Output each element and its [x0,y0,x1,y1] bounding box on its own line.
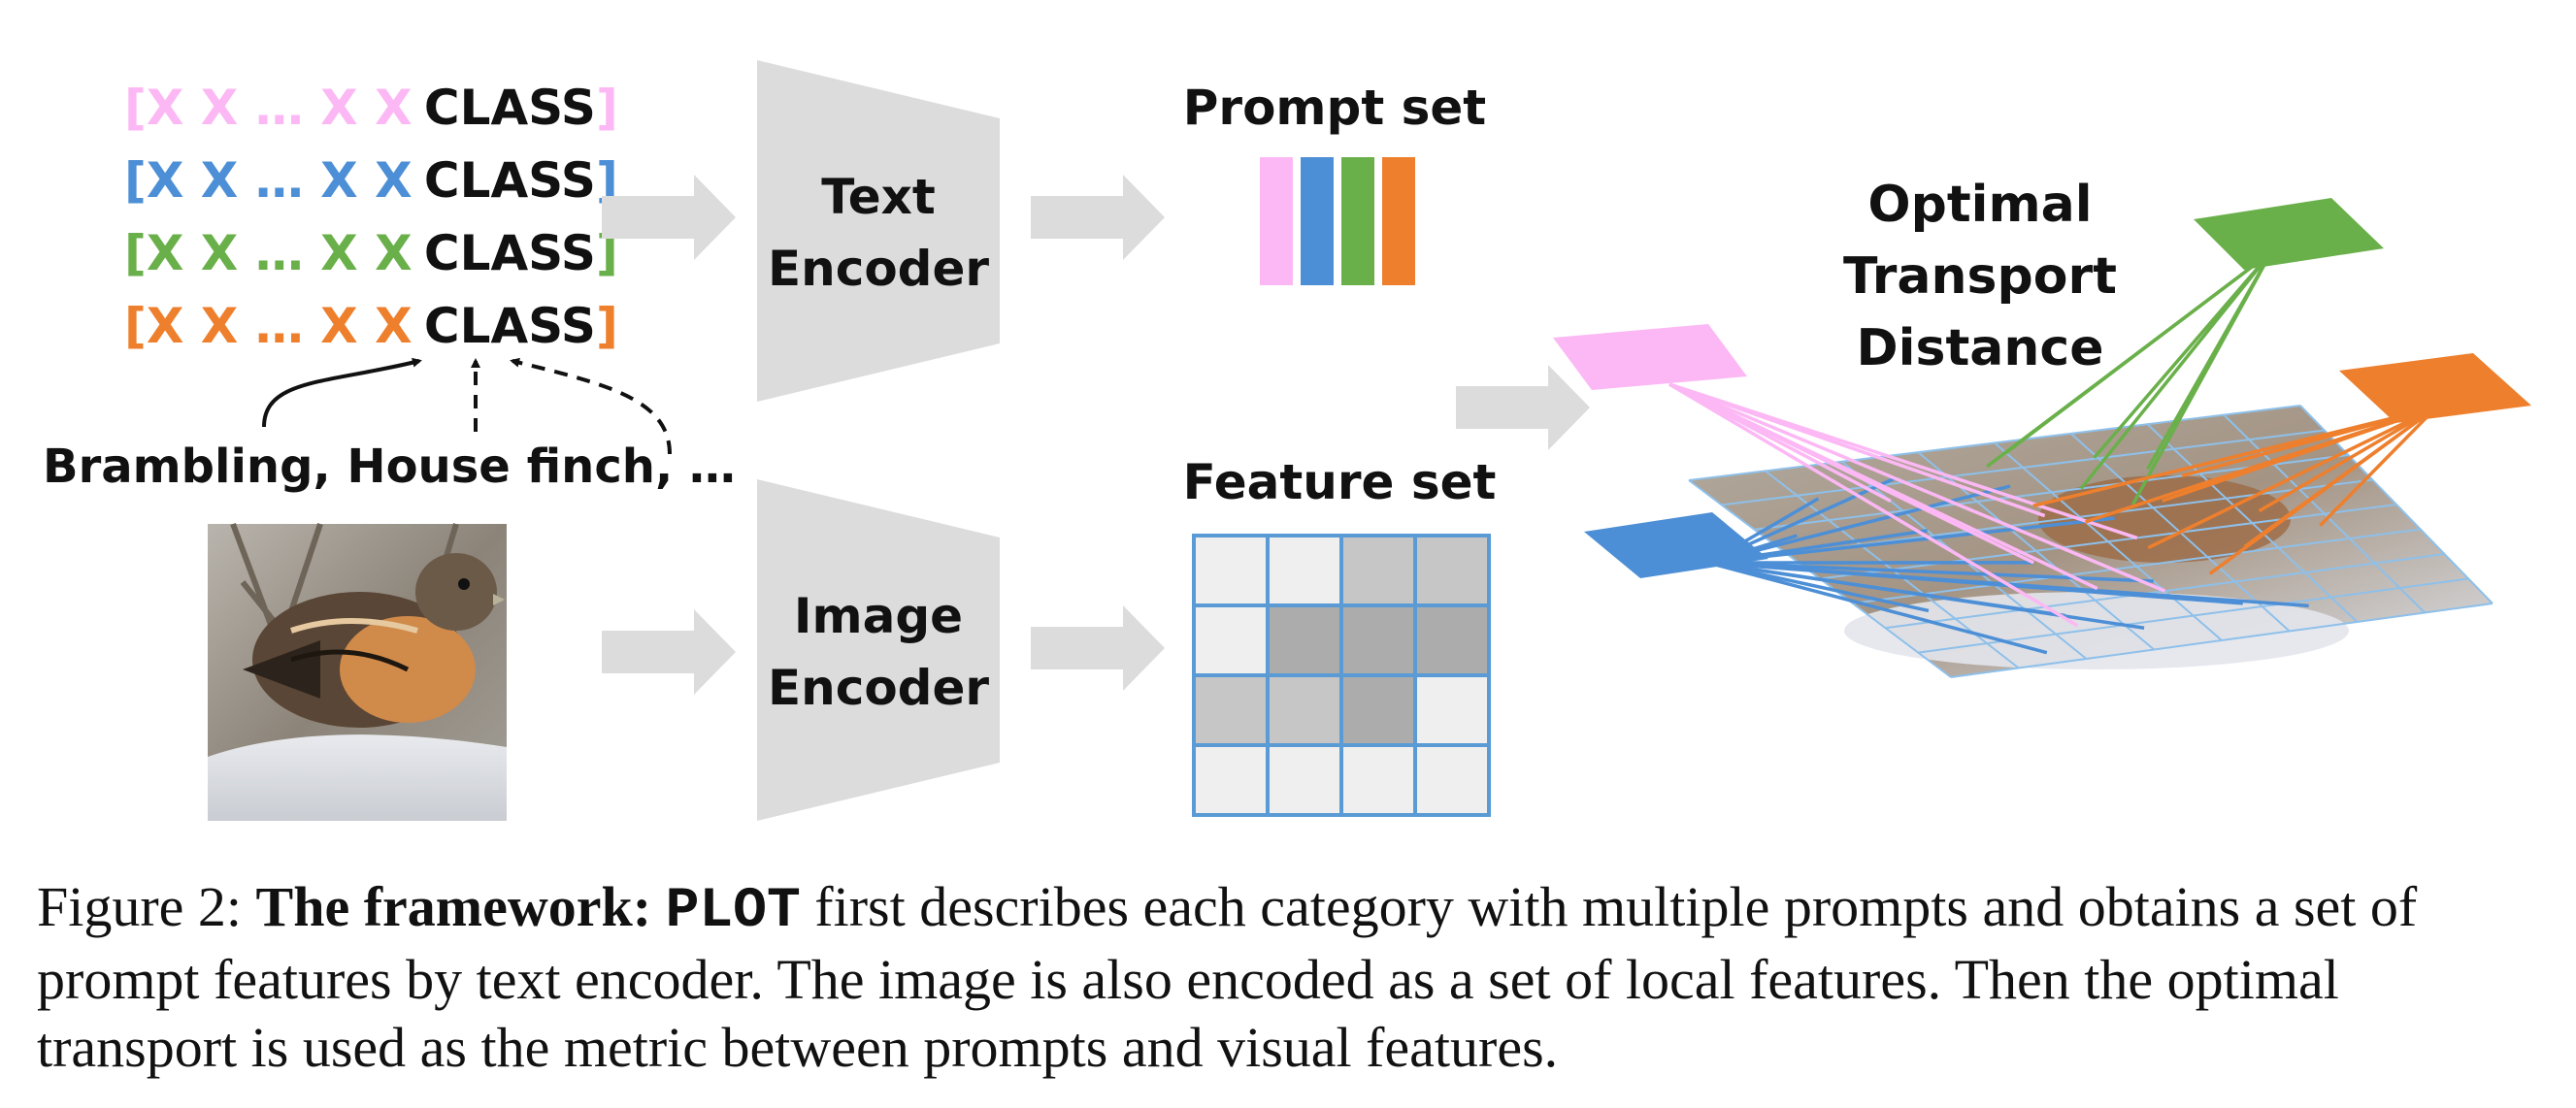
transport-line-blue [1707,561,2145,630]
class-token: CLASS [424,225,596,281]
feature-set-title: Feature set [1183,454,1497,510]
feature-cell [1192,603,1270,677]
transport-line-pink [1668,382,2098,591]
transport-line-pink [1668,382,2138,540]
arrow-solid [262,357,422,428]
feature-set-grid [1192,534,1491,817]
prompt-node-blue [1584,512,1768,578]
transport-line-pink [1668,382,2079,628]
arrow-to-optimal-transport [1456,365,1590,450]
transport-line-pink [1668,382,2166,593]
prompt-tokens: [X X … X X [124,152,412,209]
transport-line-orange [2162,406,2437,503]
feature-cell [1339,743,1417,817]
text-encoder-line2: Encoder [768,241,989,297]
prompt-node-pink [1553,324,1747,390]
feature-cell [1192,673,1270,747]
prompt-feature-blue [1301,157,1334,285]
feature-cell [1266,743,1343,817]
flow-arrows [602,175,1590,695]
image-encoder-line2: Encoder [768,660,989,716]
prompt-node-green [2194,198,2384,270]
transport-line-green [2079,250,2273,490]
prompt-bracket: ] [596,298,618,354]
feature-cell [1413,534,1491,607]
plane-grid-line [1819,504,2397,580]
figure-caption: Figure 2: The framework: PLOT first desc… [37,873,2551,1082]
image-encoder: Image Encoder [757,479,1000,821]
prompt-tokens: [X X … X X [124,298,412,354]
prompt-feature-green [1341,157,1374,285]
transport-lines [1668,250,2438,655]
plane-grid-line [2223,413,2426,614]
transport-line-blue [1707,561,2048,655]
feature-cell [1413,603,1491,677]
class-name-arrows [262,357,672,455]
transport-line-blue [1707,561,2154,583]
feature-cell [1266,534,1343,607]
feature-cell [1266,603,1343,677]
arrow-text-encoder-to-prompt-set [1031,175,1165,260]
arrow-image-encoder-to-feature-set [1031,605,1165,691]
transport-line-green [2130,251,2273,505]
caption-method-name: PLOT [665,880,801,943]
transport-line-orange [2208,406,2438,575]
caption-figure-label: Figure 2: [37,875,243,938]
plane-grid-line [1918,577,2469,654]
feature-cell [1339,673,1417,747]
class-token: CLASS [424,80,596,136]
prompt-feature-pink [1260,157,1293,285]
transport-line-green [2093,250,2273,459]
prompt-tokens: [X X … X X [124,225,412,281]
prompt-bracket: ] [596,225,618,281]
class-token: CLASS [424,298,596,354]
feature-cell [1339,534,1417,607]
feature-cell [1192,743,1270,817]
feature-cell [1413,673,1491,747]
prompt-node-orange [2339,353,2531,423]
feature-cell [1192,534,1270,607]
feature-cell [1413,743,1491,817]
prompt-set-title: Prompt set [1183,80,1486,136]
transport-line-blue [1707,484,2011,565]
plane-grid-line [1852,528,2421,604]
feature-cell [1339,603,1417,677]
arrow-prompts-to-text-encoder [602,175,736,260]
caption-text: first describes each category with multi… [37,875,2418,1079]
arrow-dashed-curve [510,357,672,455]
prompt-set-bars [1260,157,1415,285]
transport-line-blue [1707,516,2115,565]
ot-title-line3: Distance [1857,319,2104,377]
class-token: CLASS [424,152,596,209]
plane-grid-line [2299,405,2493,604]
ot-title-line1: Optimal [1867,176,2092,234]
transport-line-orange [2147,406,2437,550]
ot-title-line2: Transport [1843,247,2117,306]
prompt-feature-orange [1382,157,1415,285]
class-names-label: Brambling, House finch, … [43,440,736,494]
transport-line-orange [2319,406,2438,527]
feature-cell [1266,673,1343,747]
caption-bold-phrase: The framework: [255,875,652,938]
prompt-tokens: [X X … X X [124,80,412,136]
arrow-image-to-image-encoder [602,609,736,695]
image-encoder-line1: Image [794,588,963,644]
plane-grid-line [1950,603,2493,678]
plane-grid-line [2146,423,2359,623]
text-encoder: Text Encoder [757,60,1000,402]
transport-line-orange [2258,406,2437,513]
prompt-bracket: ] [596,80,618,136]
text-encoder-line1: Text [821,169,936,225]
prompt-bracket: ] [596,152,618,209]
transport-line-green [2004,250,2273,455]
bird-image [208,522,507,821]
